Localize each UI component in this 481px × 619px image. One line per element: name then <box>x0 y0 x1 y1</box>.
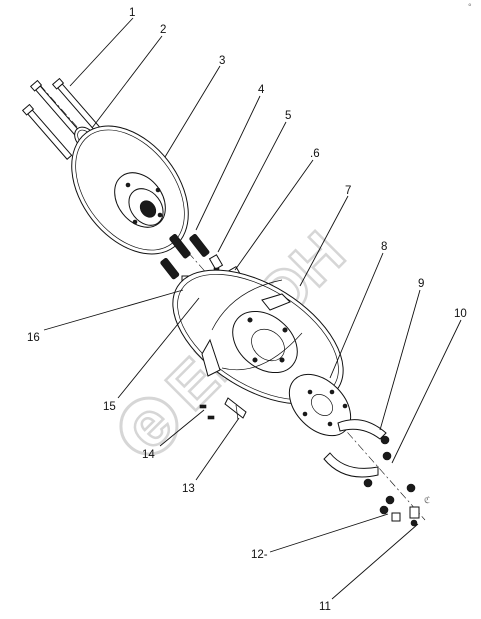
corner-mark: ° <box>468 2 472 12</box>
small-symbol-icon: ℭ <box>424 495 430 505</box>
brake-shoes-part-9 <box>323 419 387 478</box>
callout-5: 5 <box>285 110 291 122</box>
bolt-part-11: ℭ <box>409 495 430 527</box>
callout-6: .6 <box>310 148 320 160</box>
callout-16: 16 <box>27 332 40 344</box>
callout-2: 2 <box>160 24 166 36</box>
callout-9: 9 <box>418 278 424 290</box>
leader-lines <box>43 17 462 600</box>
watermark-circle-icon <box>119 396 179 456</box>
callout-13: 13 <box>182 483 195 495</box>
washer-part-12 <box>379 505 401 522</box>
callout-1: 1 <box>129 7 135 19</box>
flange-part-8 <box>288 373 352 437</box>
callout-3: 3 <box>219 55 225 67</box>
callout-8: 8 <box>381 241 387 253</box>
cam-part-13 <box>224 397 247 421</box>
bolt-set-part-1 <box>21 77 102 160</box>
pin-part-14 <box>199 404 215 420</box>
callout-10: 10 <box>454 308 467 320</box>
callout-14: 14 <box>142 449 155 461</box>
spring-set-part-4 <box>160 234 210 280</box>
callout-12: 12- <box>251 549 268 561</box>
hub-drum-part-3 <box>71 125 189 255</box>
callout-labels: 1 2 3 4 5 .6 7 8 9 10 11 12- 13 14 15 16 <box>27 7 467 613</box>
callout-7: 7 <box>345 185 351 197</box>
nut-set-part-10 <box>363 435 416 505</box>
backing-plate-part-7 <box>172 269 344 405</box>
callout-4: 4 <box>258 84 265 96</box>
callout-15: 15 <box>103 401 116 413</box>
callout-11: 11 <box>319 601 331 613</box>
